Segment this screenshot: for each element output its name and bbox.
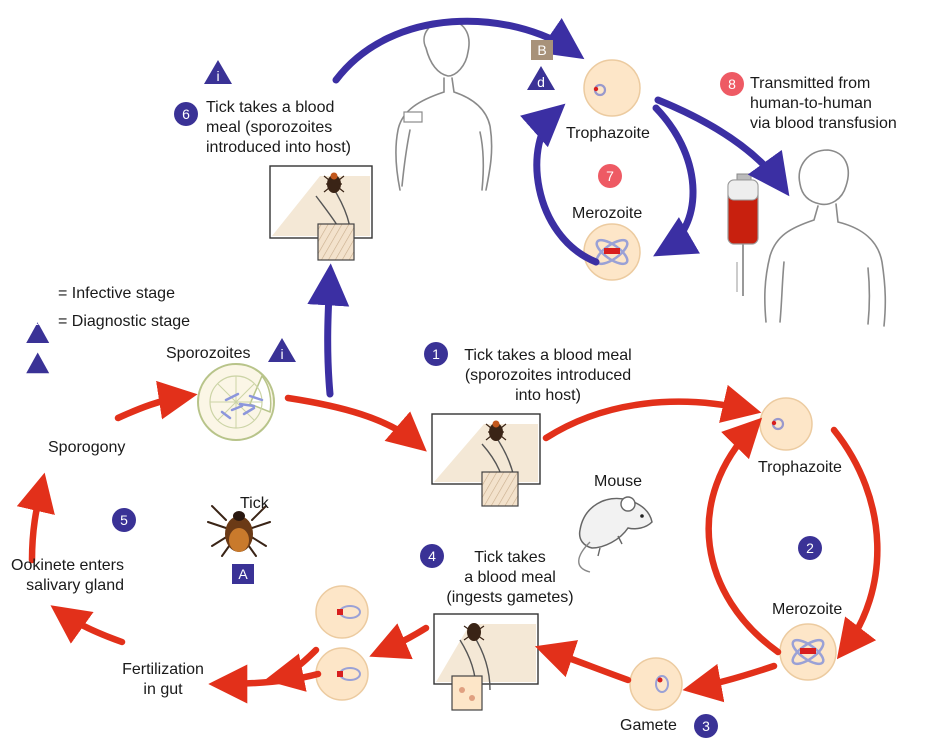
diagnostic-marker-human-text: d xyxy=(537,74,545,90)
step-number-7: 7 xyxy=(606,168,614,184)
host-marker-human: B xyxy=(537,42,546,58)
mouse-icon xyxy=(578,496,653,573)
ookinete-label: Ookinete enters salivary gland xyxy=(11,557,124,594)
legend-diagnostic-label: = Diagnostic stage xyxy=(58,313,191,330)
gamete-label: Gamete xyxy=(620,717,677,734)
blood-bag-icon xyxy=(727,173,759,296)
red-blood-cell-icon xyxy=(629,657,683,711)
trophozoite-human-label: Trophazoite xyxy=(566,125,650,142)
fertilization-label: Fertilization in gut xyxy=(122,661,204,698)
step-badge-1 xyxy=(424,342,448,366)
tick-label: Tick xyxy=(240,495,269,512)
sporogony-label: Sporogony xyxy=(48,439,126,456)
infective-marker-human xyxy=(204,60,232,84)
red-blood-cell-icon xyxy=(583,59,641,117)
legend-diagnostic-symbol: d xyxy=(33,312,41,328)
step-number-8: 8 xyxy=(728,76,736,92)
tick-bite-inset-gametes xyxy=(433,613,539,711)
red-blood-cell-icon xyxy=(759,397,813,451)
tick-bite-inset-human xyxy=(269,165,373,261)
step-badge-7 xyxy=(598,164,622,188)
tick-cycle-arrows xyxy=(16,380,881,704)
red-blood-cell-icon xyxy=(315,647,369,701)
legend-infective-symbol: i xyxy=(35,286,38,302)
host-marker-human-box xyxy=(531,40,553,60)
human-silhouette-icon xyxy=(395,19,493,191)
step-badge-6 xyxy=(174,102,198,126)
step-8-text: Transmitted from human-to-human via bloo… xyxy=(750,75,897,132)
bite-site-marker xyxy=(403,111,423,123)
infective-marker-sporozoite xyxy=(268,338,296,362)
trophozoite-mouse-label: Trophazoite xyxy=(758,459,842,476)
step-number-4: 4 xyxy=(428,548,436,564)
human-silhouette-icon xyxy=(764,149,887,327)
step-badge-5 xyxy=(112,508,136,532)
step-number-6: 6 xyxy=(182,106,190,122)
step-6-text: Tick takes a blood meal (sporozoites int… xyxy=(206,99,351,156)
legend-symbols xyxy=(26,322,50,374)
step-badge-2 xyxy=(798,536,822,560)
sporozoites-label: Sporozoites xyxy=(166,345,251,362)
host-marker-tick-box xyxy=(232,564,254,584)
step-number-1: 1 xyxy=(432,346,440,362)
step-number-2: 2 xyxy=(806,540,814,556)
host-marker-tick: A xyxy=(238,566,248,582)
sporozoite-sac-icon xyxy=(197,363,275,441)
merozoite-human-label: Merozoite xyxy=(572,205,643,222)
tick-icon xyxy=(207,505,271,557)
mouse-label: Mouse xyxy=(594,473,643,490)
step-badge-4 xyxy=(420,544,444,568)
step-4-text: Tick takes a blood meal (ingests gametes… xyxy=(446,549,574,606)
tick-bite-inset-mouse xyxy=(431,413,541,507)
merozoite-mouse-label: Merozoite xyxy=(772,601,843,618)
infective-marker-human-text: i xyxy=(216,68,219,84)
step-badge-3 xyxy=(694,714,718,738)
human-cycle-arrows xyxy=(307,17,790,398)
step-number-5: 5 xyxy=(120,512,128,528)
step-number-3: 3 xyxy=(702,718,710,734)
step-badge-8 xyxy=(720,72,744,96)
legend-infective-label: = Infective stage xyxy=(58,285,175,302)
infective-marker-sporozoite-text: i xyxy=(280,346,283,362)
red-blood-cell-icon xyxy=(779,623,837,681)
red-blood-cell-icon xyxy=(583,223,641,281)
red-blood-cell-icon xyxy=(315,585,369,639)
step-1-text: Tick takes a blood meal (sporozoites int… xyxy=(464,347,632,404)
diagnostic-marker-human xyxy=(527,66,555,90)
